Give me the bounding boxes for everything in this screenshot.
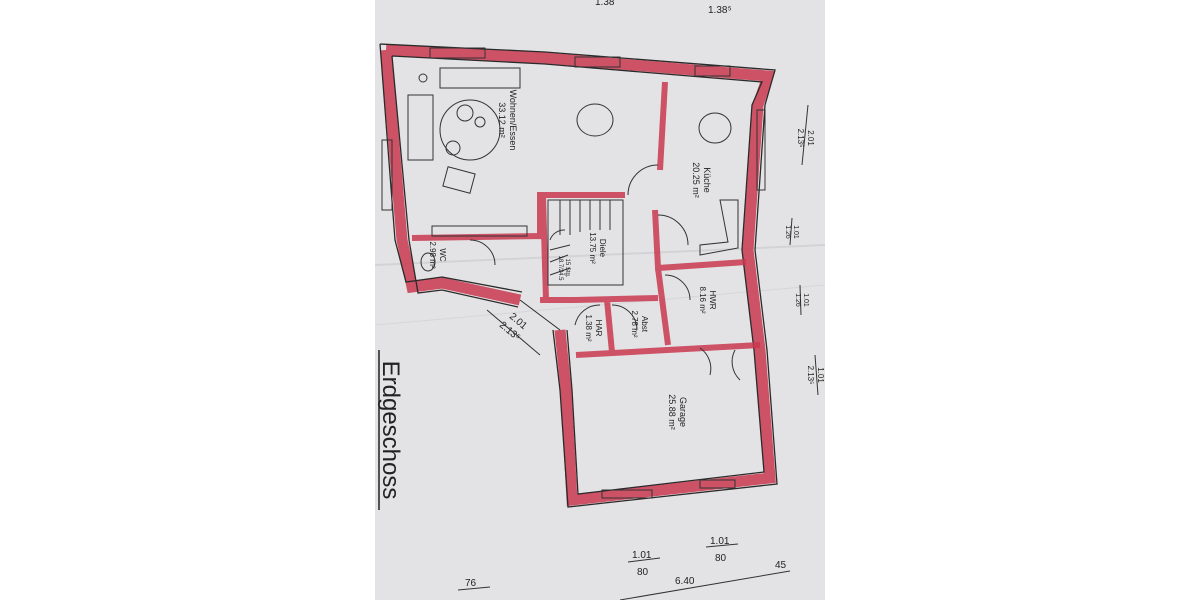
room-name-wohnen: Wohnen/Essen — [508, 90, 518, 151]
plant — [418, 73, 428, 83]
dim-bottom-2-upper: 1.01 — [710, 536, 730, 547]
room-area-abst: 2.78 m² — [630, 310, 639, 337]
doors — [469, 164, 741, 381]
stair-ratio: 18.7/24.5 — [557, 255, 563, 281]
room-area-garage: 25.88 m² — [667, 394, 677, 430]
stair-steps: 15 Stg. — [564, 258, 570, 277]
room-area-har: 1.38 m² — [584, 314, 593, 341]
dim-bottom-1-upper: 1.01 — [632, 550, 652, 561]
room-area-hwr: 8.16 m² — [698, 286, 707, 313]
kitchen-counter — [699, 199, 739, 256]
room-name-hwr: HWR — [708, 290, 717, 309]
dim-right-2-lower: 1.26 — [784, 225, 791, 239]
dim-right-2-upper: 1.01 — [792, 225, 799, 239]
exterior-walls — [379, 43, 778, 508]
dim-bottom-total: 6.40 — [675, 576, 695, 587]
rug — [439, 99, 501, 161]
room-area-wc: 2.98 m² — [428, 241, 437, 268]
dim-top-left: 1.38 — [595, 0, 615, 8]
plan-title: Erdgeschoss — [377, 350, 404, 510]
kitchen-table — [698, 112, 732, 144]
room-name-har: HAR — [594, 320, 603, 337]
dim-top-right: 1.38⁵ — [708, 5, 732, 16]
dining-table — [576, 103, 614, 137]
room-name-wc: WC — [438, 248, 447, 262]
room-area-kueche: 20.25 m² — [691, 162, 701, 198]
dim-right-1-upper: 2.01 — [806, 130, 815, 146]
room-name-garage: Garage — [678, 397, 688, 427]
dimension-lines: 1.38 1.38⁵ 2.012.13⁵ 2.012.13⁵ 1.011.26 … — [457, 0, 825, 601]
dim-right-3-lower: 1.26 — [794, 293, 801, 307]
toilet — [420, 252, 436, 272]
room-name-abst: Abst — [640, 316, 649, 333]
dim-bottom-1-lower: 80 — [637, 567, 649, 578]
room-name-kueche: Küche — [702, 167, 712, 193]
dim-bottom-right: 45 — [775, 560, 787, 571]
room-area-diele: 13.75 m² — [588, 232, 597, 264]
armchair — [442, 166, 476, 194]
windows — [381, 47, 766, 499]
sofa — [439, 67, 521, 89]
title-text: Erdgeschoss — [377, 361, 404, 500]
room-area-wohnen: 33.12 m² — [497, 102, 507, 138]
sideboard — [431, 225, 528, 237]
dim-bottom-2-lower: 80 — [715, 553, 727, 564]
dim-right-4-lower: 2.13⁵ — [806, 366, 815, 385]
dim-bottom-left: 76 — [465, 578, 477, 589]
sofa — [407, 94, 434, 161]
room-name-diele: Diele — [598, 239, 607, 258]
dim-right-3-upper: 1.01 — [802, 293, 809, 307]
interior-walls — [411, 81, 761, 358]
dim-right-1-lower: 2.13⁵ — [796, 129, 805, 148]
staircase — [547, 199, 624, 286]
furniture — [407, 67, 739, 272]
dim-right-4-upper: 1.01 — [816, 367, 825, 383]
